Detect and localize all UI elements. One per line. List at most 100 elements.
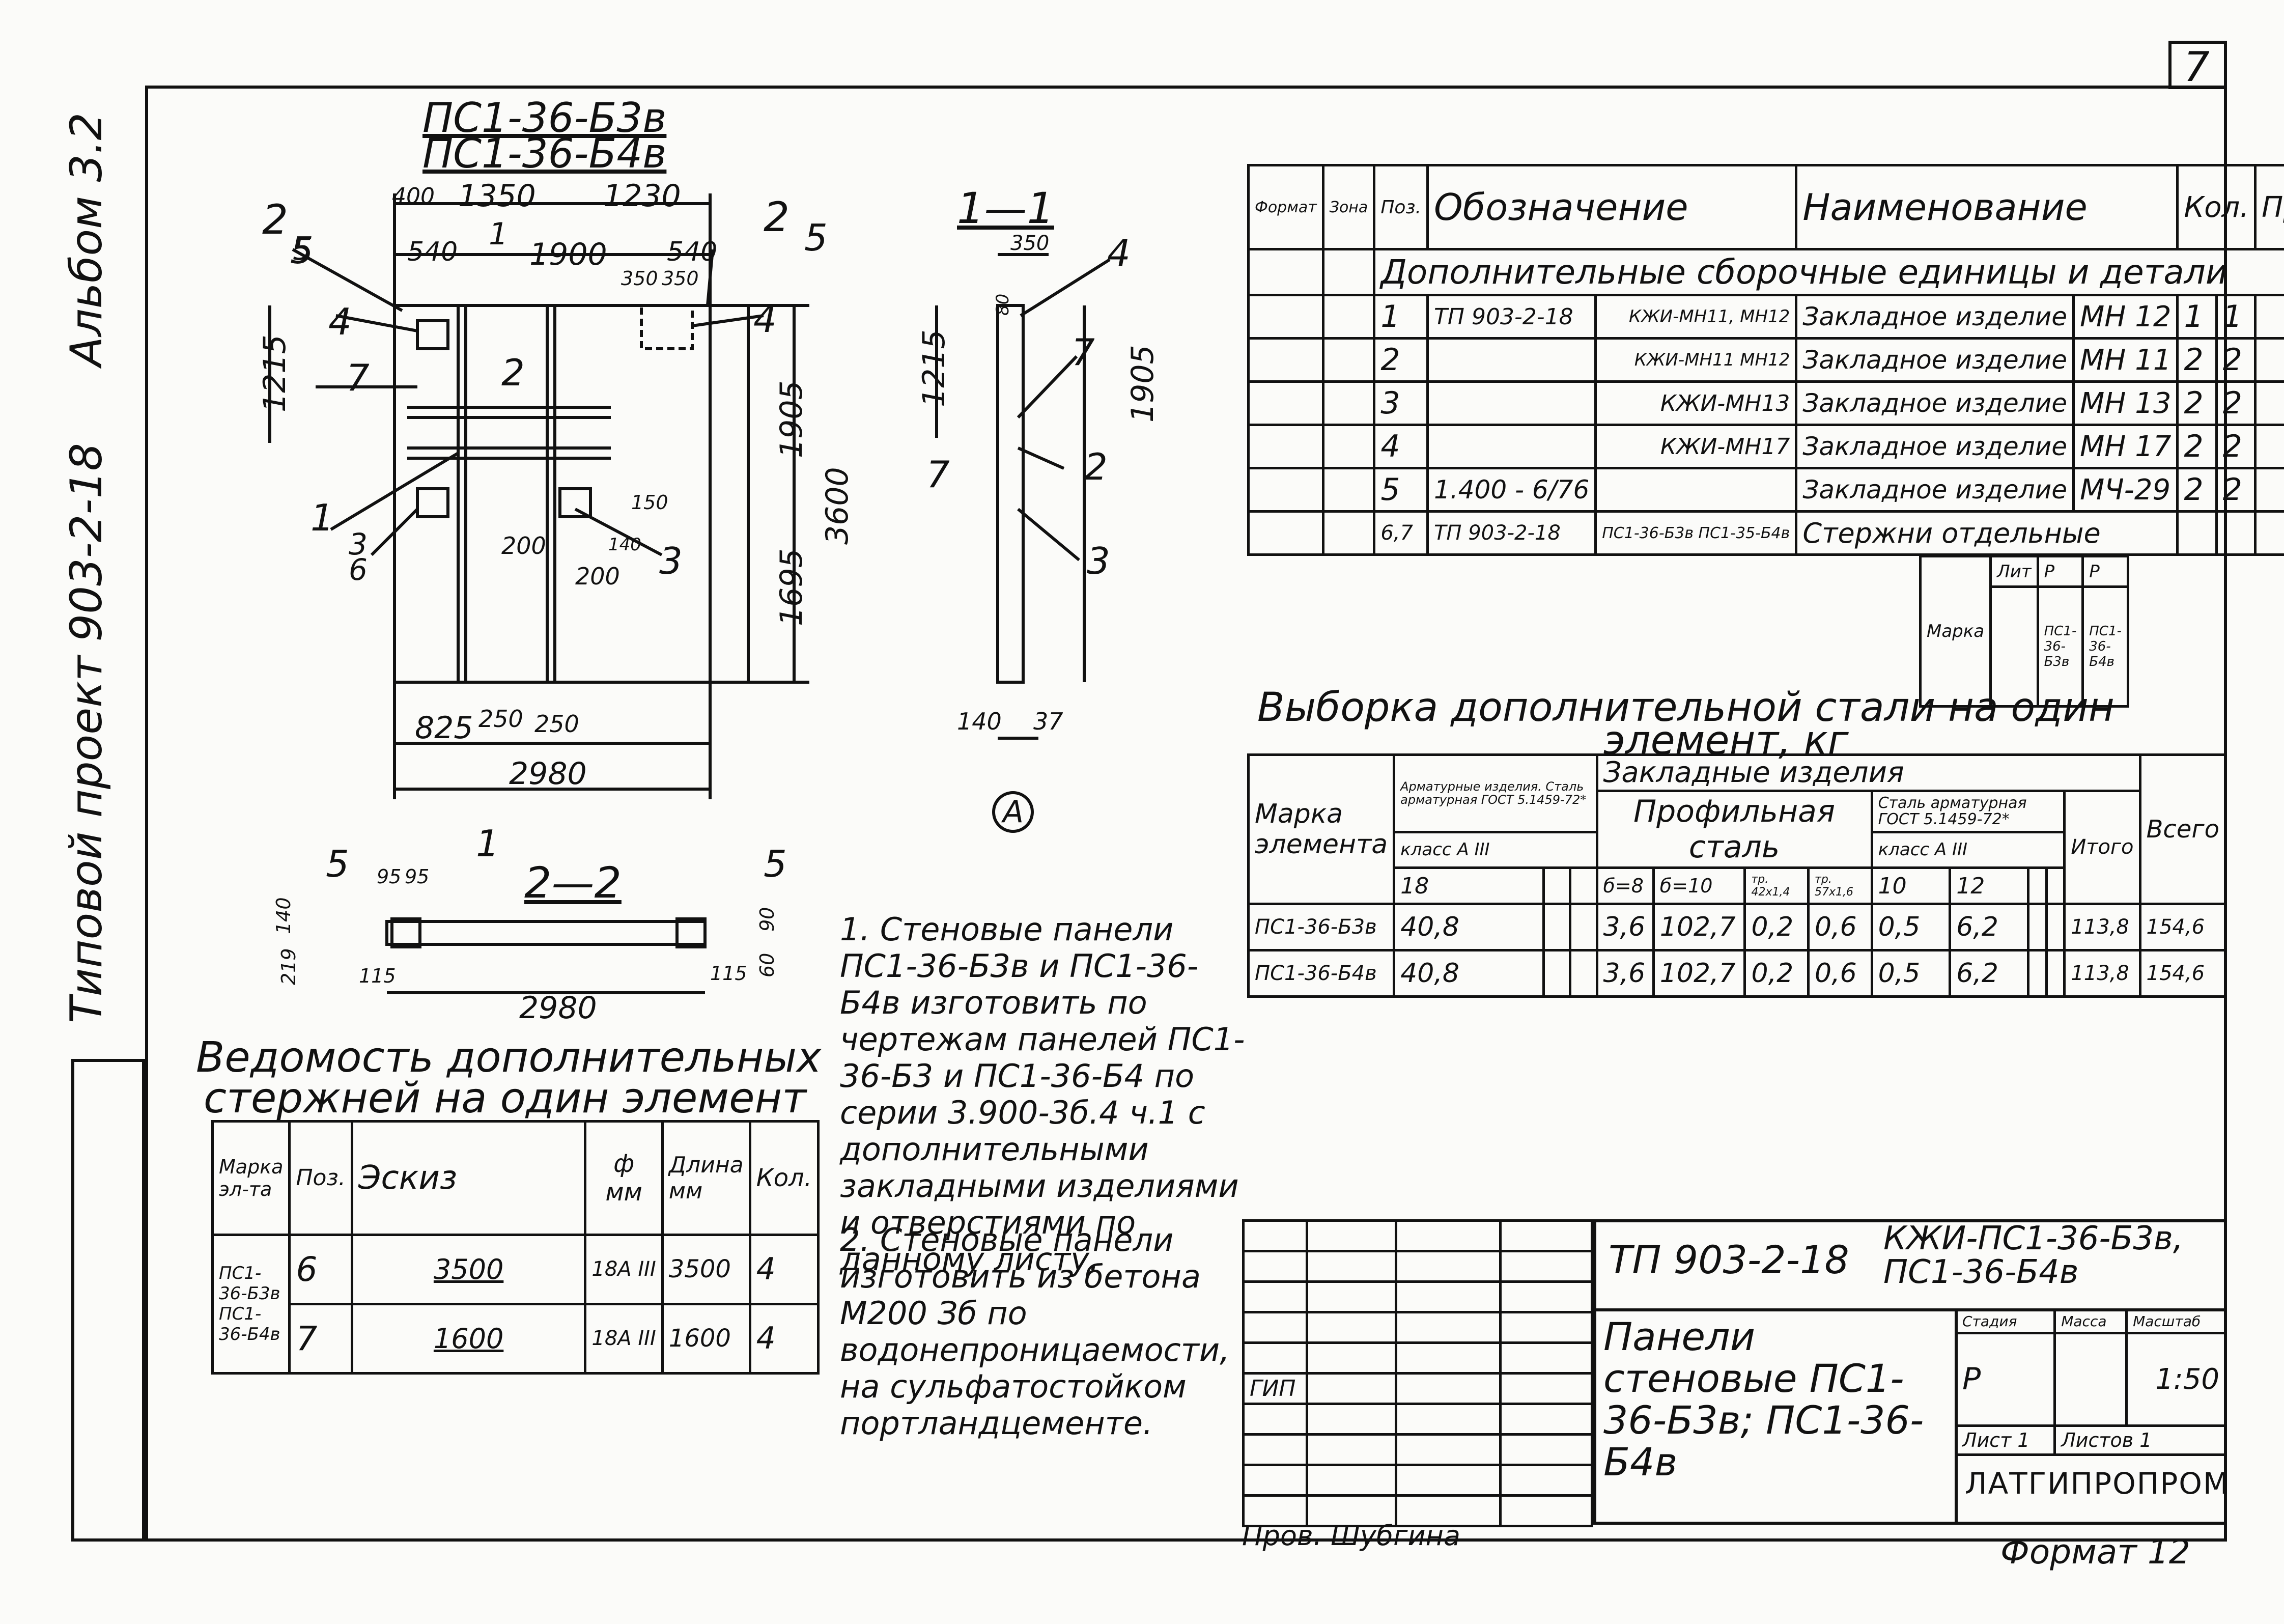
steel-h-class2: класс А III	[1870, 830, 2066, 870]
steel-h-class1: класс А III	[1393, 830, 1598, 870]
spec-h-pos: Поз.	[1373, 164, 1429, 250]
cut-label-top: 1	[489, 216, 509, 252]
note-1: 1. Стеновые панели ПС1-36-Б3в и ПС1-36-Б…	[840, 911, 1245, 1278]
s11-dim-80: 80	[993, 293, 1013, 316]
callout-1: 1	[311, 496, 334, 539]
sub-mark-label: Марка	[1919, 555, 1992, 708]
tb-code: ТП 903-2-18	[1609, 1237, 1849, 1282]
tb-sheets: Листов 1	[2053, 1424, 2227, 1457]
dim-140: 140	[608, 535, 641, 555]
dim-1900: 1900	[529, 237, 607, 272]
spec-h-name: Наименование	[1795, 164, 2179, 250]
dim-2980: 2980	[509, 756, 587, 792]
sheet-format: Формат 12	[2000, 1532, 2190, 1572]
dim-200a: 200	[501, 532, 546, 559]
sheet-number-box	[2168, 41, 2227, 89]
s11-dim-1905: 1905	[1125, 345, 1161, 423]
s11-callout-7b: 7	[926, 453, 950, 496]
spec-h-note: Примеч.	[2254, 164, 2284, 250]
dim-1230: 1230	[603, 178, 681, 214]
sub-variant-2: ПС1-36-Б4в	[2081, 585, 2129, 708]
steel-row: ПС1-36-Б3в 40,8 3,6 102,7 0,2 0,6 0,5 6,…	[1247, 903, 2227, 951]
s22-callout-5-left: 5	[326, 843, 349, 885]
section-mark-left: 2	[262, 196, 288, 243]
callout-5-top: 5	[290, 229, 314, 272]
drawing-title-2: ПС1-36-Б4в	[422, 130, 667, 177]
section-mark-right: 2	[764, 193, 789, 241]
dim-825: 825	[415, 710, 473, 746]
s11-dim-140: 140	[957, 708, 1002, 735]
s22-dim-219: 219	[277, 948, 300, 985]
dim-3600: 3600	[820, 467, 855, 545]
dim-150: 150	[631, 491, 668, 514]
rods-h-sketch: Эскиз	[350, 1120, 587, 1236]
role-gip: ГИП	[1242, 1372, 1308, 1405]
spec-h-qty: Кол.	[2176, 164, 2257, 250]
sub-variant-1: ПС1-36-Б3в	[2036, 585, 2084, 708]
callout-3-left: 3	[349, 527, 368, 562]
s11-callout-3: 3	[1087, 540, 1110, 582]
s22-callout-5-right: 5	[764, 843, 787, 885]
node-a: А	[1003, 794, 1024, 830]
spec-h-format: Формат	[1247, 164, 1324, 250]
steel-table: Марка элемента Арматурные изделия. Сталь…	[1247, 753, 2227, 998]
steel-h-armature: Арматурные изделия. Сталь арматурная ГОС…	[1393, 753, 1598, 833]
mark-lit-table: Марка Лит Р Р ПС1-36-Б3в ПС1-36-Б4в	[1919, 555, 2129, 708]
callout-4-right: 4	[753, 298, 777, 341]
steel-h-mark: Марка элемента	[1247, 753, 1396, 906]
spec-h-designation: Обозначение	[1426, 164, 1798, 250]
spec-h-zone: Зона	[1321, 164, 1376, 250]
spec-section-title: Дополнительные сборочные единицы и детал…	[1373, 248, 2284, 296]
steel-h-embedded: Закладные изделия	[1595, 753, 2141, 792]
panel-outline	[393, 304, 712, 684]
drawing-title-1: ПС1-36-Б3в	[422, 94, 667, 142]
dim-250b: 250	[534, 710, 579, 738]
callout-7-left: 7	[346, 356, 370, 399]
callout-3-right: 3	[659, 540, 683, 582]
tb-divider	[1593, 1308, 2227, 1311]
spec-row: 1 ТП 903-2-18 КЖИ-МН11, МН12 Закладное и…	[1247, 294, 2284, 340]
dim-1905: 1905	[774, 380, 809, 458]
s11-callout-2: 2	[1084, 445, 1108, 488]
steel-h-total-sub: Итого	[2063, 789, 2141, 906]
tb-org: ЛАТГИПРОПРОМ	[1965, 1466, 2230, 1501]
checker-name: Шубгина	[1331, 1520, 1460, 1552]
tb-sheet: Лист 1	[1954, 1424, 2056, 1457]
rods-mark: ПС1-36-Б3в ПС1-36-Б4в	[211, 1233, 291, 1375]
rods-row: 7 1600 18А III 1600 4	[213, 1302, 820, 1375]
section-1-1-title: 1—1	[957, 183, 1054, 233]
s11-callout-7a: 7	[1071, 331, 1095, 374]
cut-label-bottom: 1	[476, 822, 499, 865]
dim-1350: 1350	[458, 178, 536, 214]
spec-row: 3 КЖИ-МН13 Закладное изделие МН 13 2 2	[1247, 380, 2284, 426]
s22-dim-90: 90	[756, 907, 778, 932]
rods-table: Марка эл-та Поз. Эскиз ф мм Длина мм Кол…	[211, 1120, 820, 1375]
tb-stage: Р	[1954, 1331, 2056, 1427]
s11-dim-350: 350	[1010, 232, 1050, 255]
rods-h-mark: Марка эл-та	[211, 1120, 291, 1236]
s22-dim-115a: 115	[359, 965, 396, 987]
rods-row: ПС1-36-Б3в ПС1-36-Б4в 6 3500 18А III 350…	[211, 1233, 820, 1375]
note-2: 2. Стеновые панели изготовить из бетона …	[840, 1221, 1230, 1442]
spec-row: 6,7 ТП 903-2-18 ПС1-36-Б3в ПС1-35-Б4в Ст…	[1247, 510, 2284, 556]
steel-row: ПС1-36-Б4в 40,8 3,6 102,7 0,2 0,6 0,5 6,…	[1247, 949, 2227, 998]
s22-dim-95a: 95	[377, 865, 402, 888]
title-block-left: ГИП	[1242, 1219, 1593, 1527]
tb-doc: КЖИ-ПС1-36-Б3в, ПС1-36-Б4в	[1883, 1220, 2184, 1291]
callout-5-right: 5	[804, 216, 828, 259]
spec-row: 4 КЖИ-МН17 Закладное изделие МН 17 2 2	[1247, 424, 2284, 469]
dim-350b: 350	[662, 267, 699, 290]
rods-title-1: Ведомость дополнительных	[196, 1033, 822, 1082]
role-checker: Пров. Шубгина	[1242, 1520, 1460, 1552]
rods-h-length: Длина мм	[661, 1120, 751, 1236]
dim-540b: 540	[667, 237, 718, 267]
section-2-2-title: 2—2	[524, 858, 622, 908]
callout-2: 2	[501, 351, 525, 394]
callout-6: 6	[349, 552, 368, 587]
dim-250a: 250	[478, 705, 523, 733]
s11-dim-1215: 1215	[916, 329, 952, 407]
s11-callout-4: 4	[1107, 232, 1131, 274]
callout-4-left: 4	[328, 300, 352, 343]
s22-dim-60: 60	[756, 953, 778, 977]
